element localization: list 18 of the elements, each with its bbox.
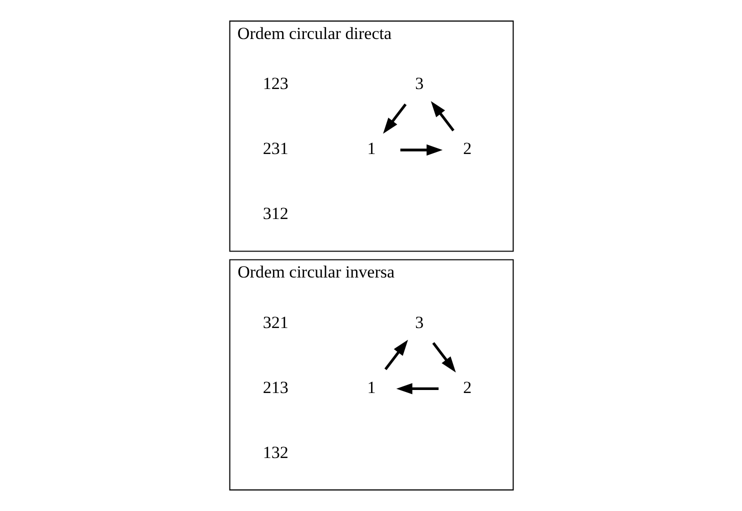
arrow xyxy=(396,383,438,394)
label: 321 xyxy=(262,312,288,332)
arrow xyxy=(430,101,454,132)
label: 213 xyxy=(262,378,288,397)
node-text: 2 xyxy=(462,139,472,158)
label: 231 xyxy=(262,139,288,158)
arrow xyxy=(382,103,406,134)
label: 312 xyxy=(262,204,288,224)
node-text: 1 xyxy=(366,378,376,397)
arrow xyxy=(384,340,408,370)
arrow xyxy=(432,342,456,372)
node-text: 2 xyxy=(462,378,472,397)
node-text: 3 xyxy=(414,74,424,94)
label: 123 xyxy=(262,74,288,94)
arrow xyxy=(400,144,442,156)
node-text: 1 xyxy=(366,139,376,158)
label: 132 xyxy=(262,442,288,462)
node-text: 3 xyxy=(414,312,424,332)
